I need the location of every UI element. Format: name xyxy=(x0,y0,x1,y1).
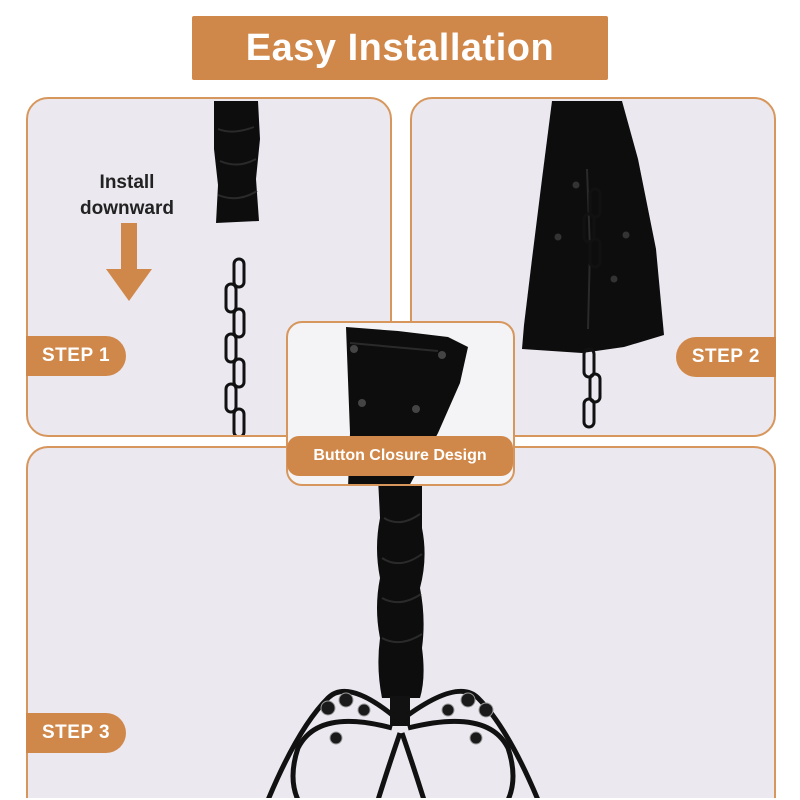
step3-badge: STEP 3 xyxy=(26,713,127,753)
button-closure-label: Button Closure Design xyxy=(287,436,513,476)
install-hint: Install downward xyxy=(62,170,192,222)
page-title: Easy Installation xyxy=(245,26,555,69)
step1-badge: STEP 1 xyxy=(26,336,127,376)
step1-panel xyxy=(26,97,392,437)
chain-cover-top xyxy=(214,101,260,435)
chandelier xyxy=(266,473,540,798)
open-chain-cover xyxy=(522,101,664,429)
install-hint-line1: Install xyxy=(99,172,155,193)
chain xyxy=(224,257,246,435)
step3-panel xyxy=(26,446,776,798)
title-banner: Easy Installation xyxy=(192,16,608,80)
step2-badge: STEP 2 xyxy=(675,337,776,377)
install-hint-line2: downward xyxy=(80,198,174,219)
arrow-down-icon xyxy=(106,223,152,301)
